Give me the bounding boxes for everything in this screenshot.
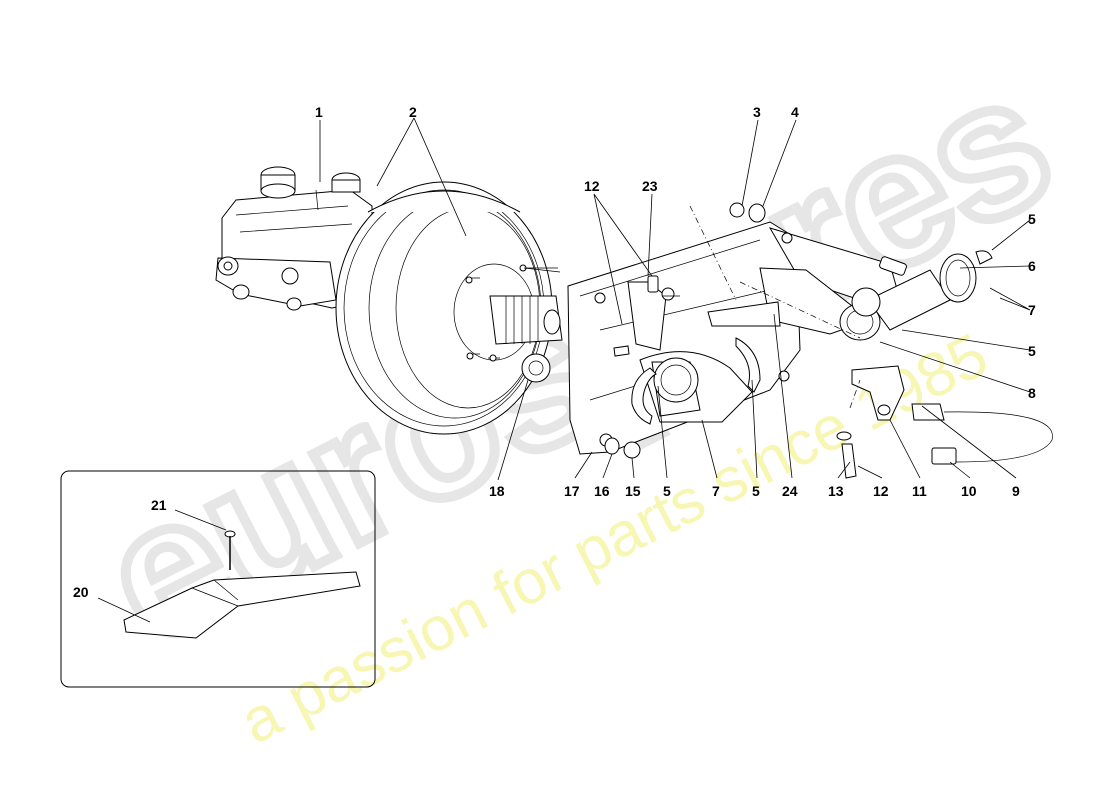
callout-10: 10: [961, 483, 977, 499]
callout-15: 15: [625, 483, 641, 499]
callout-5-right: 5: [1028, 343, 1036, 359]
callout-9: 9: [1012, 483, 1020, 499]
callout-20: 20: [73, 584, 89, 600]
callout-8: 8: [1028, 385, 1036, 401]
callout-5-bottom-a: 5: [663, 483, 671, 499]
callout-3: 3: [753, 104, 761, 120]
fasteners: [523, 202, 993, 479]
leader-lines: [97, 117, 1031, 623]
brake-sensor-icon: [851, 365, 1053, 465]
callout-16: 16: [594, 483, 610, 499]
master-cylinder-icon: [215, 166, 373, 311]
callout-5-bottom-b: 5: [752, 483, 760, 499]
callout-11: 11: [912, 483, 927, 499]
callout-4: 4: [791, 104, 799, 120]
inset-box: [60, 470, 376, 688]
callout-1: 1: [315, 104, 323, 120]
callout-2: 2: [409, 104, 417, 120]
assembly-lines: [689, 205, 861, 409]
heat-shield-icon: [123, 571, 361, 639]
callout-13: 13: [828, 483, 844, 499]
callout-7-bottom: 7: [712, 483, 720, 499]
pedal-bracket-icon: [567, 221, 977, 455]
callout-5-top: 5: [1028, 211, 1036, 227]
callout-18: 18: [489, 483, 505, 499]
callout-labels: 1 2 3 4 5 6 7 5 8 12 23 18 17 16 15 5 7 …: [73, 104, 1036, 600]
rivet-icon: [224, 530, 236, 570]
callout-12-top: 12: [584, 178, 600, 194]
callout-24: 24: [782, 483, 798, 499]
callout-12-bottom: 12: [873, 483, 889, 499]
callout-17: 17: [564, 483, 580, 499]
brake-booster-icon: [335, 181, 563, 435]
callout-23: 23: [642, 178, 658, 194]
callout-6: 6: [1028, 258, 1036, 274]
callout-7-right: 7: [1028, 302, 1036, 318]
callout-21: 21: [151, 497, 167, 513]
